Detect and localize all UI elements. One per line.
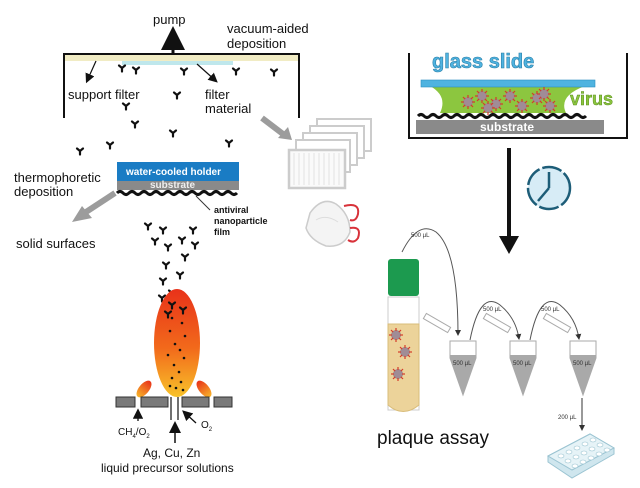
filter-material-layer bbox=[122, 61, 233, 65]
transfer-arrow-3 bbox=[529, 301, 582, 341]
filter-material-label-line2: material bbox=[205, 101, 252, 116]
plaque-assay-label: plaque assay bbox=[377, 428, 489, 449]
ch4-o2-label: CH4/O2 bbox=[118, 427, 150, 440]
filter-stack bbox=[287, 118, 372, 190]
holder-substrate bbox=[117, 181, 239, 190]
vacuum-title-line1: vacuum-aided bbox=[227, 21, 309, 36]
plate-transfer-label: 200 µL bbox=[558, 415, 577, 421]
support-filter-layer bbox=[64, 55, 299, 61]
assay-substrate-label: substrate bbox=[480, 120, 535, 134]
thermophoretic-title-line1: thermophoretic bbox=[14, 170, 101, 185]
glass-slide bbox=[420, 79, 596, 88]
transfer-arrow-2 bbox=[469, 301, 522, 341]
filter-material-pointer bbox=[196, 63, 218, 83]
assay-container bbox=[408, 53, 628, 139]
vacuum-chamber bbox=[63, 26, 300, 140]
filter-material-label-line1: filter bbox=[205, 87, 230, 102]
clock-icon bbox=[526, 165, 572, 211]
metals-label: Ag, Cu, Zn bbox=[143, 446, 201, 460]
assay-nanoparticle-film bbox=[416, 113, 588, 119]
flame-particles bbox=[166, 316, 187, 392]
support-filter-pointer bbox=[85, 60, 97, 84]
vial-1 bbox=[422, 312, 477, 397]
vial-3-volume: 500 µL bbox=[573, 361, 592, 367]
assay-setup bbox=[408, 53, 628, 139]
glass-slide-label: glass slide bbox=[432, 51, 535, 74]
virus-label: virus bbox=[570, 89, 614, 110]
water-cooled-holder bbox=[117, 162, 239, 181]
film-label-line1: antiviral bbox=[214, 205, 249, 215]
vacuum-title-line2: deposition bbox=[227, 36, 287, 51]
film-pointer bbox=[195, 195, 211, 211]
vial-1-volume: 500 µL bbox=[453, 361, 472, 367]
sample-tube bbox=[387, 259, 420, 412]
tube-cap bbox=[388, 259, 419, 296]
support-filter-label: support filter bbox=[68, 87, 140, 102]
pilot-flame-right bbox=[196, 380, 212, 398]
solid-surfaces-arrow bbox=[84, 190, 117, 215]
well-plate bbox=[546, 433, 616, 479]
nanoparticle-film bbox=[115, 190, 239, 196]
solid-surfaces-label: solid surfaces bbox=[16, 236, 96, 251]
flame-burner bbox=[115, 289, 233, 443]
burner-blocks bbox=[115, 396, 233, 408]
o2-label: O2 bbox=[201, 420, 213, 433]
pilot-flame-left bbox=[136, 380, 152, 398]
face-mask bbox=[305, 200, 360, 247]
solid-surfaces-arrowhead bbox=[72, 206, 92, 222]
filter-to-products-arrowhead bbox=[278, 127, 292, 140]
pump-label: pump bbox=[153, 12, 186, 27]
chamber-outline bbox=[63, 53, 300, 118]
o2-arrow bbox=[182, 410, 197, 424]
process-arrowhead bbox=[499, 236, 519, 254]
transfer-2-label: 500 µL bbox=[483, 307, 502, 313]
holder-label: water-cooled holder bbox=[126, 167, 222, 178]
transfer-arrow-1 bbox=[401, 228, 461, 336]
vial-2 bbox=[482, 312, 537, 397]
film-label-line3: film bbox=[214, 227, 231, 237]
vial-3 bbox=[542, 312, 597, 397]
precursor-label: liquid precursor solutions bbox=[101, 461, 234, 475]
assay-substrate bbox=[416, 120, 604, 134]
thermophoretic-title-line2: deposition bbox=[14, 184, 74, 199]
vial-2-volume: 500 µL bbox=[513, 361, 532, 367]
thermophoretic-holder bbox=[72, 162, 239, 222]
holder-substrate-label: substrate bbox=[150, 180, 196, 191]
tube-transfer-label: 500 µL bbox=[411, 233, 430, 239]
film-label-line2: nanoparticle bbox=[214, 216, 268, 226]
flame bbox=[154, 289, 200, 397]
filter-to-products-arrow bbox=[260, 115, 285, 137]
transfer-3-label: 500 µL bbox=[541, 307, 560, 313]
